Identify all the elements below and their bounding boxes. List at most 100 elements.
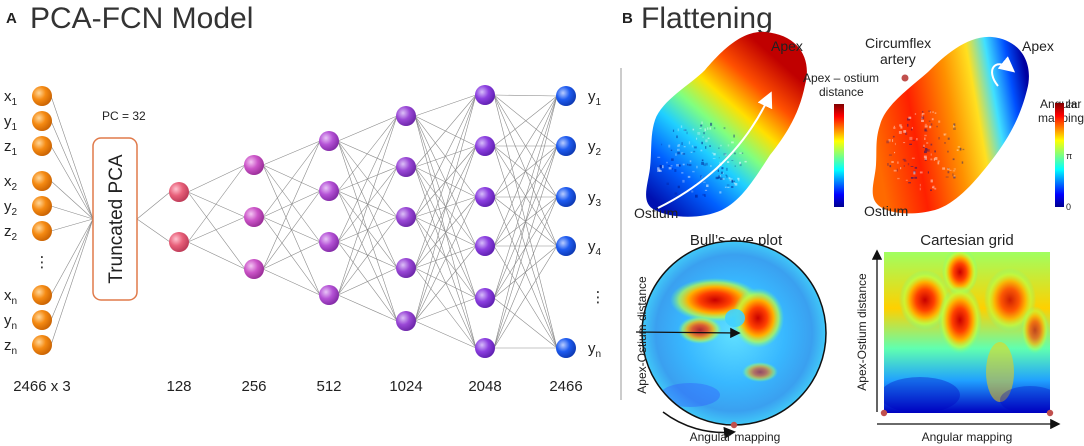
dense-connection: [414, 267, 477, 349]
dense-connection: [414, 245, 477, 269]
artery-label-2: artery: [880, 51, 916, 67]
panel-a-title: PCA-FCN Model: [30, 2, 253, 35]
mesh-right-surface: [872, 36, 1029, 214]
bullseye-y-label: Apex-Ostium distance: [635, 276, 649, 394]
layer-output-node: [556, 187, 576, 207]
input-label: xn: [4, 287, 17, 307]
mesh-left-texture: [657, 121, 747, 198]
circumflex-artery-marker: [901, 74, 909, 82]
input-node: [32, 111, 52, 131]
dense-connection: [262, 164, 321, 192]
dense-connection: [337, 267, 398, 296]
layer-size-output: 2466: [549, 378, 582, 395]
colorbar-right-tick-0: 0: [1066, 202, 1071, 212]
layer-512-node: [319, 181, 339, 201]
input-label: z1: [4, 138, 18, 158]
dense-connection: [187, 241, 246, 270]
mesh-right-texture: [886, 110, 965, 191]
dense-connection: [337, 216, 398, 296]
layer-512-node: [319, 131, 339, 151]
input-ellipsis: ⋮: [35, 254, 50, 271]
dense-connection: [337, 115, 398, 296]
dense-connection: [493, 95, 558, 299]
cartesian-title: Cartesian grid: [920, 232, 1013, 249]
output-label: yn: [588, 340, 601, 360]
cartesian-x-label: Angular mapping: [922, 430, 1013, 444]
layer-1024-node: [396, 157, 416, 177]
layer-1024-node: [396, 311, 416, 331]
colorbar-right-tick-2pi: 2π: [1066, 100, 1077, 110]
angular-arrow: [991, 56, 1016, 87]
dense-connection: [262, 241, 321, 270]
layer-2048-node: [475, 85, 495, 105]
input-connection: [50, 145, 94, 220]
output-label: y3: [588, 189, 602, 209]
dense-connection: [187, 191, 246, 218]
output-label: y1: [588, 88, 602, 108]
input-node: [32, 136, 52, 156]
dense-connection: [337, 216, 398, 243]
layer-512-node: [319, 285, 339, 305]
dense-connection: [262, 216, 321, 296]
input-label: y1: [4, 113, 18, 133]
mesh-right-apex-label: Apex: [1022, 38, 1054, 54]
bullseye-x-label: Angular mapping: [690, 430, 781, 444]
layer-2048-node: [475, 236, 495, 256]
input-connection: [50, 180, 94, 220]
dense-connection: [414, 216, 477, 247]
input-label: y2: [4, 198, 18, 218]
input-connection: [50, 95, 94, 220]
input-label: x2: [4, 173, 18, 193]
input-node: [32, 171, 52, 191]
dense-connection: [337, 241, 398, 269]
layer-2048-node: [475, 187, 495, 207]
dense-connection: [414, 216, 477, 299]
dense-connection: [262, 164, 321, 243]
dense-connection: [337, 294, 398, 322]
colorbar-left: [834, 104, 844, 207]
pc-count-label: PC = 32: [102, 109, 146, 123]
dense-connection: [262, 140, 321, 218]
layer-512-node: [319, 232, 339, 252]
layer-size-512: 512: [316, 378, 341, 395]
panel-b-title: Flattening: [641, 2, 773, 35]
apex-ostium-arrow: [657, 91, 773, 209]
dense-connection: [493, 145, 558, 349]
layer-size-128: 128: [166, 378, 191, 395]
dense-connection: [187, 164, 246, 193]
dense-connection: [414, 94, 477, 117]
mesh-left-apex-label: Apex: [771, 38, 803, 54]
dense-connection: [414, 267, 477, 299]
dense-connection: [262, 190, 321, 270]
cartesian-artery-marker-left: [880, 409, 888, 417]
bullseye-plot: Bull’s eye plot Apex-Ostium distance Ang…: [635, 232, 827, 444]
dense-connection: [414, 245, 477, 322]
dense-connection: [414, 94, 477, 218]
colorbar-left-label-2: distance: [819, 85, 864, 99]
layer-output-node: [556, 236, 576, 256]
input-connection: [50, 218, 94, 232]
layer-output-node: [556, 136, 576, 156]
dense-connection: [337, 190, 398, 218]
input-node: [32, 86, 52, 106]
dense-connection: [337, 115, 398, 192]
layer-output-node: [556, 338, 576, 358]
network-connections: [50, 94, 558, 349]
dense-connection: [493, 95, 558, 247]
colorbar-right: [1055, 103, 1064, 207]
cartesian-artery-marker-right: [1046, 409, 1054, 417]
mesh-right-ostium-label: Ostium: [864, 203, 908, 219]
truncated-pca-box: Truncated PCA: [92, 137, 138, 301]
input-node: [32, 310, 52, 330]
output-ellipsis: ⋮: [591, 289, 606, 306]
bullseye-radius-arrow: [635, 327, 741, 339]
mesh-angular: Circumflex artery Apex Ostium Angular ma…: [864, 35, 1084, 219]
dense-connection: [414, 320, 477, 349]
network-nodes: [32, 85, 576, 358]
cartesian-grid-plot: Cartesian grid Apex-Ostium distance Angu…: [855, 232, 1061, 444]
mesh-left-ostium-label: Ostium: [634, 205, 678, 221]
layer-2048-node: [475, 136, 495, 156]
dense-connection: [414, 94, 477, 322]
input-connection: [50, 218, 94, 346]
